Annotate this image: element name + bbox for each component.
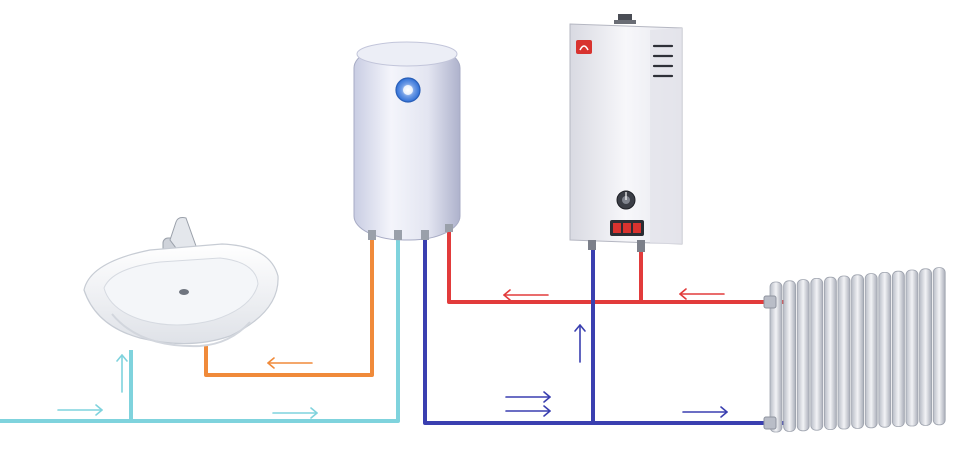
flow-arrow-return-right <box>505 405 551 417</box>
radiator-section <box>905 269 919 427</box>
heating-return-pipe <box>423 236 790 425</box>
heating-supply-pipe <box>447 226 790 304</box>
flow-arrows <box>57 288 728 419</box>
radiator-section <box>864 273 878 429</box>
flow-arrow-cold-right <box>57 404 103 416</box>
flow-arrow-cold-up <box>116 354 128 393</box>
flow-arrow-return-right <box>682 406 728 418</box>
radiator-section <box>919 268 932 426</box>
hot-water-line-pipe <box>204 236 374 377</box>
washbasin <box>83 217 279 348</box>
sectional-radiator <box>763 267 946 433</box>
flow-arrow-return-up <box>574 324 586 363</box>
thermostat-badge-icon <box>395 77 421 103</box>
radiator-section <box>769 281 783 433</box>
radiator-section <box>851 274 864 429</box>
radiator-section <box>892 270 905 428</box>
radiator-section <box>783 280 796 432</box>
temperature-knob-icon <box>616 190 636 210</box>
electric-boiler <box>569 14 683 252</box>
radiator-section <box>824 276 837 431</box>
brand-logo-icon <box>576 40 592 54</box>
flow-arrow-cold-right <box>272 407 318 419</box>
flow-arrow-supply-left <box>503 289 549 301</box>
radiator-section <box>837 275 851 430</box>
flow-arrow-supply-left <box>679 288 725 300</box>
cold-water-supply-pipe <box>0 236 400 423</box>
storage-water-heater <box>353 41 461 241</box>
radiator-section <box>932 267 946 426</box>
boiler-vents <box>652 44 674 78</box>
flow-arrow-hot-left <box>267 357 313 369</box>
radiator-section <box>796 279 810 432</box>
flow-arrow-return-right <box>505 391 551 403</box>
radiator-section <box>810 277 824 431</box>
radiator-section <box>878 271 892 428</box>
power-switches-panel <box>610 220 644 236</box>
